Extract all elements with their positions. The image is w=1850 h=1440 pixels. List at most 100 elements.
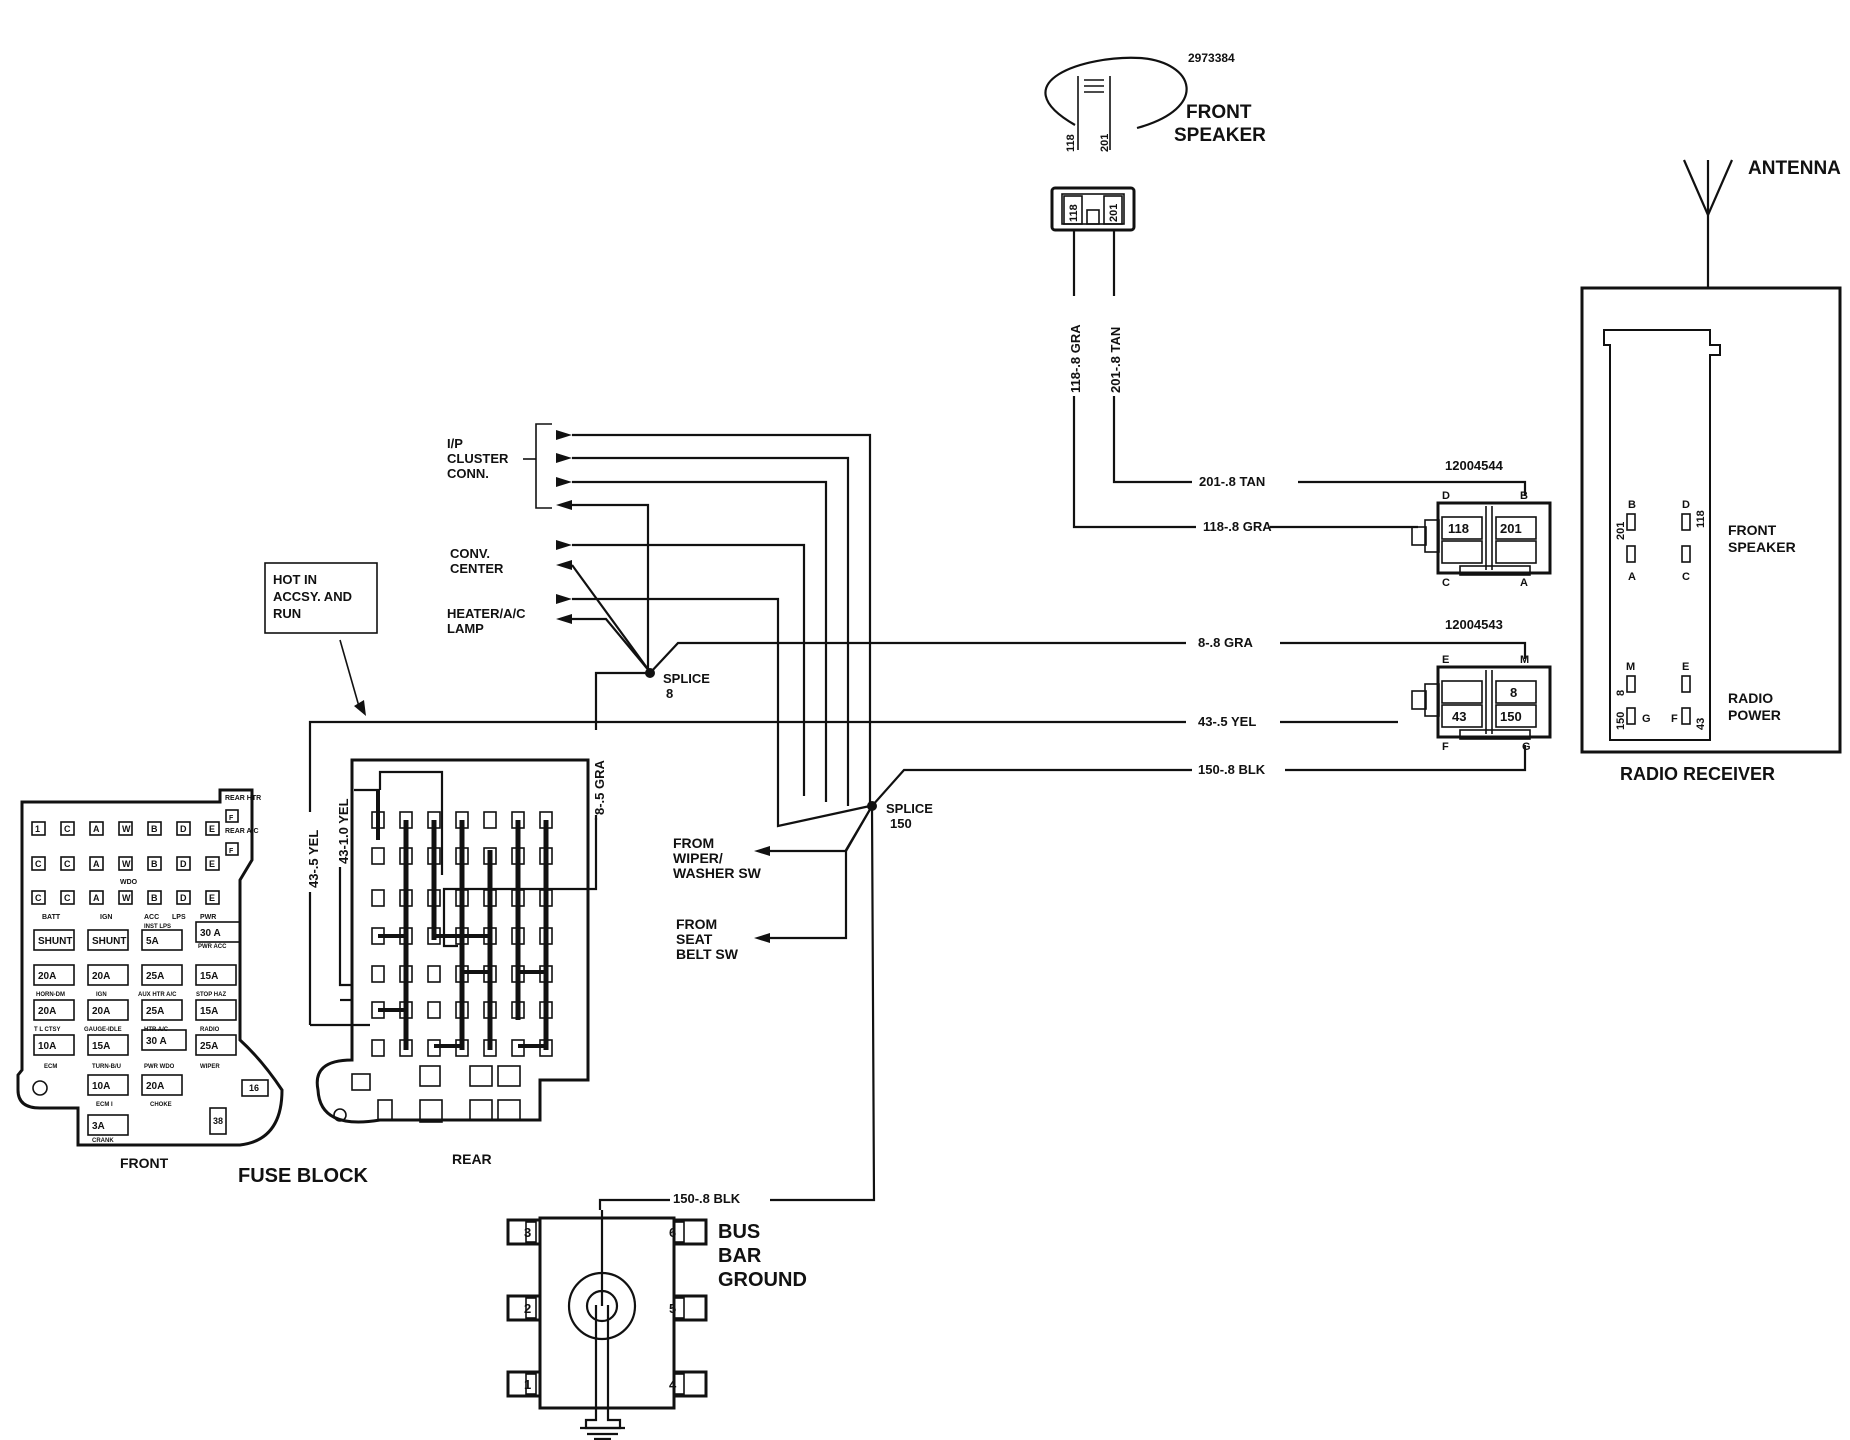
fuse-rating: 10A — [92, 1081, 110, 1092]
fuse-cavity-letter: D — [180, 859, 187, 869]
fuse-cavity — [176, 856, 191, 871]
receiver-pin-43: 43 — [1695, 718, 1707, 730]
receiver-pin-e: E — [1682, 661, 1689, 673]
fuse-caption: GAUGE-IDLE — [84, 1027, 122, 1033]
ip-cluster-connector: I/P CLUSTER CONN. — [447, 423, 552, 509]
receiver-pin-150: 150 — [1615, 712, 1627, 730]
fuse-cavity — [147, 821, 162, 836]
receiver-front-speaker-2: SPEAKER — [1728, 539, 1796, 555]
rear-fuse-slot — [371, 847, 385, 865]
fuse — [87, 1114, 129, 1136]
fuse-block-rear: REAR — [315, 758, 590, 1167]
connector-12004543: 12004543 8 43 150 E M F G — [1411, 617, 1552, 753]
rear-fuse-slot — [371, 1039, 385, 1057]
fuse-caption: RADIO — [200, 1027, 220, 1033]
fuse-flag-2: F — [229, 848, 234, 855]
bus-bar-label-2: BAR — [718, 1245, 762, 1267]
fuse — [33, 929, 75, 951]
receiver-pin-d: D — [1682, 499, 1690, 511]
fuse-small-38: 38 — [213, 1116, 223, 1126]
connector1-pin-b: B — [1520, 490, 1528, 502]
bus-terminal-6: 6 — [669, 1225, 676, 1240]
fuse — [195, 921, 241, 943]
fuse — [33, 964, 75, 986]
wire-43-vertical-label: 43-.5 YEL — [306, 830, 321, 888]
wire-heater-1 — [572, 597, 871, 828]
wire-8-label: 8-.8 GRA — [1198, 635, 1254, 650]
wire-cluster-2 — [572, 456, 850, 806]
ip-cluster-label-2: CLUSTER — [447, 451, 509, 466]
speaker-lead-118: 118 — [1065, 134, 1077, 152]
antenna-label: ANTENNA — [1748, 158, 1841, 179]
wire-150-label: 150-.8 BLK — [1198, 762, 1266, 777]
fuse-caption: ECM — [44, 1064, 57, 1070]
fuse-caption: T L CTSY — [34, 1027, 61, 1033]
fuse — [87, 964, 129, 986]
wire-201-vertical-label: 201-.8 TAN — [1108, 327, 1123, 393]
splice150-label-2: 150 — [890, 816, 912, 831]
fuse-rating: 15A — [92, 1041, 110, 1052]
wire-8-main — [649, 641, 1186, 674]
wire-118-vertical-label: 118-.8 GRA — [1068, 324, 1083, 393]
wire-150-bus-label: 150-.8 BLK — [673, 1191, 741, 1206]
from-wiper-label-2: WIPER/ — [673, 850, 723, 866]
fuse — [141, 1029, 187, 1051]
fuse-caption: PWR WDO — [144, 1064, 175, 1070]
fuse-cavity-letter: E — [209, 824, 215, 834]
wire-8-end — [1280, 641, 1527, 659]
connector2-pin-g: G — [1522, 741, 1531, 753]
fuse-cavity — [31, 890, 46, 905]
wire-conv-center-1 — [572, 543, 806, 796]
connector-arrows — [556, 430, 770, 943]
fuse-cavity — [60, 821, 75, 836]
wire-8-5-label: 8-.5 GRA — [592, 759, 607, 815]
wire-201-end — [1298, 480, 1527, 496]
rear-fuse-slot — [371, 965, 385, 983]
fuse — [33, 1034, 75, 1056]
fuse — [195, 1034, 237, 1056]
fuse-cavity-letter: D — [180, 893, 187, 903]
receiver-front-speaker-1: FRONT — [1728, 522, 1777, 538]
fuse-caption: STOP HAZ — [196, 992, 226, 998]
heater-lamp-label-2: LAMP — [447, 621, 484, 636]
rear-fuse-slot — [483, 811, 497, 829]
fuse-cavity — [31, 821, 46, 836]
fuse — [87, 1034, 129, 1056]
fuse-cavity-letter: A — [93, 893, 100, 903]
fuse-cavity — [118, 821, 133, 836]
fuse-rating: 20A — [146, 1081, 164, 1092]
fuse-caption: WIPER — [200, 1064, 220, 1070]
fuse-cavity-letter: E — [209, 893, 215, 903]
connector2-cavity-43: 43 — [1452, 709, 1466, 724]
rear-label: REAR — [452, 1151, 492, 1167]
bus-terminal-4: 4 — [669, 1377, 677, 1392]
speaker-cone-outline — [1044, 56, 1188, 130]
hot-in-box: HOT IN ACCSY. AND RUN — [264, 562, 378, 716]
fuse-rating: 15A — [200, 1006, 218, 1017]
front-speaker-label-2: SPEAKER — [1174, 125, 1266, 146]
fuse-flag-1: F — [229, 815, 234, 822]
wire-heater-2 — [572, 617, 651, 673]
rear-fuse-slot — [371, 889, 385, 907]
fuse-caption: PWR ACC — [198, 944, 227, 950]
receiver-pin-g: G — [1642, 713, 1651, 725]
fuse-rating: 20A — [38, 971, 56, 982]
connector1-pin-c: C — [1442, 577, 1450, 589]
fuse-caption: INST LPS — [144, 924, 171, 930]
connector2-pin-e: E — [1442, 654, 1449, 666]
bus-bar-label-1: BUS — [718, 1221, 760, 1243]
fuse-rating: 5A — [146, 936, 159, 947]
fuse-rating: 20A — [92, 971, 110, 982]
receiver-pin-m: M — [1626, 661, 1635, 673]
fuse-cavity-letter: C — [64, 859, 71, 869]
speaker-connector-201: 201 — [1108, 204, 1120, 222]
fuse-caption: TURN-B/U — [92, 1064, 121, 1070]
speaker-part-number: 2973384 — [1188, 51, 1235, 65]
fuse — [141, 999, 183, 1021]
fuse-cavity — [60, 856, 75, 871]
front-speaker-label-1: FRONT — [1186, 102, 1252, 123]
wire-201-label: 201-.8 TAN — [1199, 474, 1265, 489]
fuse-cavity — [31, 856, 46, 871]
fuse — [87, 999, 129, 1021]
receiver-pin-a: A — [1628, 571, 1636, 583]
